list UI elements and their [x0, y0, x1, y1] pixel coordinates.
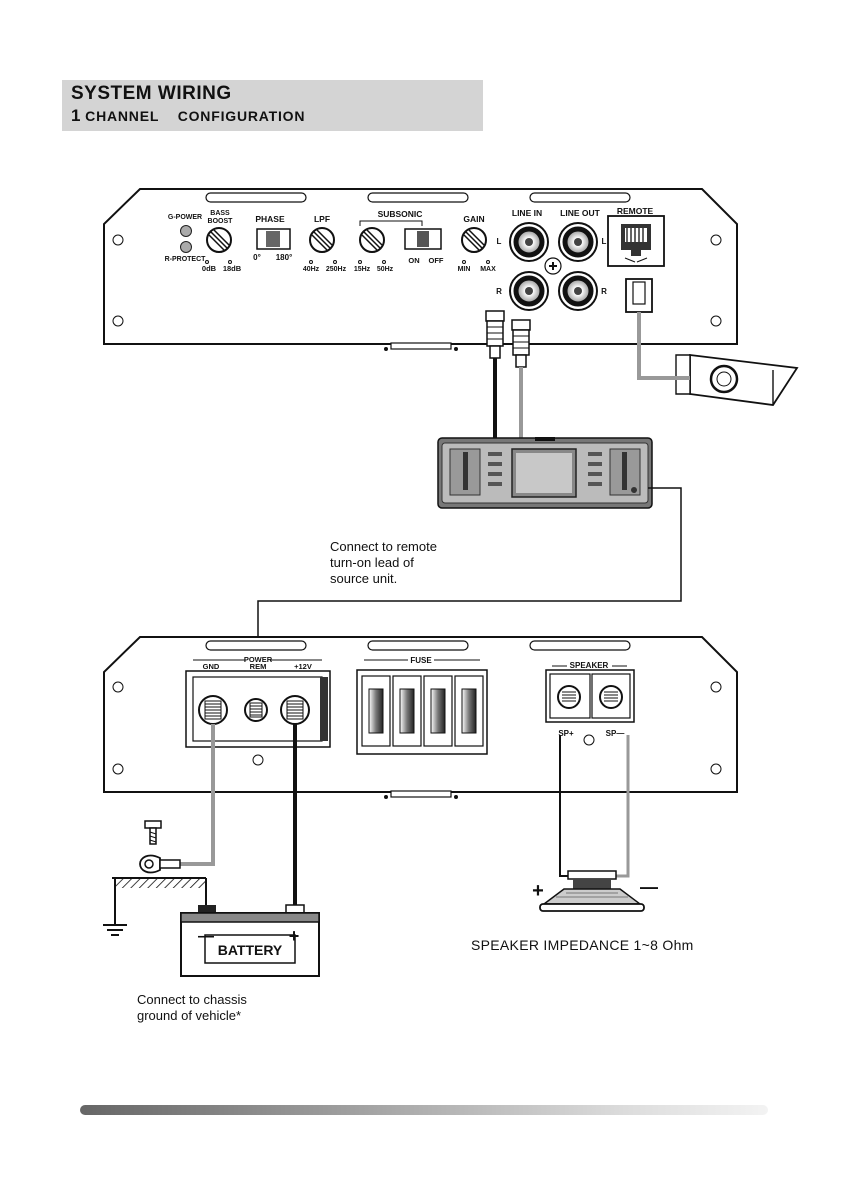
ground-wire	[179, 724, 215, 866]
fuse-2[interactable]	[392, 675, 422, 747]
gain-max-label: MAX	[480, 266, 496, 273]
speaker-wire-negative	[613, 735, 630, 878]
rca-plug-right	[511, 319, 531, 368]
remote-port[interactable]	[607, 215, 665, 267]
battery: BATTERY — +	[180, 904, 320, 977]
gain-knob[interactable]	[461, 227, 487, 253]
chassis-note: Connect to chassis ground of vehicle*	[137, 992, 247, 1024]
line-out-r-label: R	[601, 287, 607, 296]
section-subtitle: 1 CHANNEL CONFIGURATION	[71, 106, 305, 126]
remote-turn-on-wire	[257, 487, 682, 670]
v12-label: +12V	[294, 662, 312, 671]
sp-plus-label: SP+	[558, 729, 574, 738]
sub-on-label: ON	[408, 256, 419, 265]
bass-boost-knob[interactable]	[206, 227, 232, 253]
g-power-led	[180, 225, 192, 237]
gain-label: GAIN	[463, 214, 484, 224]
remote-note: Connect to remote turn-on lead of source…	[330, 539, 437, 587]
ring-terminal-icon	[139, 854, 181, 874]
battery-plus-sign: +	[289, 926, 300, 946]
lpf-label: LPF	[314, 214, 330, 224]
phase-switch[interactable]	[256, 228, 291, 250]
line-in-r-label: R	[496, 287, 502, 296]
line-out-l-label: L	[602, 237, 607, 246]
gnd-label: GND	[203, 662, 220, 671]
lpf-knob[interactable]	[309, 227, 335, 253]
bass-min-label: 0dB	[202, 264, 217, 273]
rca-plug-left	[485, 310, 505, 359]
chassis-note-line-1: Connect to chassis	[137, 992, 247, 1007]
power-label: POWER	[244, 655, 273, 664]
phase-label: PHASE	[255, 214, 285, 224]
subsonic-label: SUBSONIC	[378, 209, 423, 219]
lpf-min-label: 40Hz	[303, 266, 320, 273]
speaker	[539, 870, 645, 912]
section-header: SYSTEM WIRING 1 CHANNEL CONFIGURATION	[62, 80, 483, 131]
rem-terminal[interactable]	[244, 698, 268, 722]
rem-label: REM	[250, 662, 267, 671]
sub-off-label: OFF	[429, 256, 444, 265]
phase-0-label: 0°	[253, 253, 261, 262]
remote-cable	[637, 312, 690, 380]
sp-minus-label: SP—	[606, 729, 625, 738]
line-out-l-jack[interactable]	[558, 222, 598, 262]
line-in-l-jack[interactable]	[509, 222, 549, 262]
line-in-r-jack[interactable]	[509, 271, 549, 311]
remote-label: REMOTE	[617, 206, 654, 216]
line-out-r-jack[interactable]	[558, 271, 598, 311]
head-unit	[437, 437, 653, 509]
channel-number: 1	[71, 106, 81, 125]
subsonic-switch[interactable]	[404, 228, 442, 250]
battery-minus-sign: —	[198, 928, 214, 945]
sub-min-label: 15Hz	[354, 266, 371, 273]
battery-label: BATTERY	[218, 942, 283, 958]
sp-minus-terminal[interactable]	[599, 685, 623, 709]
fuse-4[interactable]	[454, 675, 484, 747]
speaker-impedance-note: SPEAKER IMPEDANCE 1~8 Ohm	[471, 937, 694, 953]
lpf-max-label: 250Hz	[326, 266, 347, 273]
bass-boost-label-2: BOOST	[208, 218, 234, 225]
speaker-minus-sign: —	[640, 877, 658, 897]
screw-icon	[144, 820, 162, 845]
fuse-label: FUSE	[410, 656, 432, 665]
bass-boost-label-1: BASS	[210, 210, 230, 217]
line-out-label: LINE OUT	[560, 208, 600, 218]
gnd-terminal[interactable]	[198, 695, 228, 725]
chassis-ground-symbol	[103, 877, 207, 936]
remote-plug	[625, 278, 653, 313]
r-protect-label: R-PROTECT	[165, 256, 207, 263]
plus-screw-icon	[544, 257, 562, 275]
v12-terminal[interactable]	[280, 695, 310, 725]
line-in-label: LINE IN	[512, 208, 542, 218]
fuse-3[interactable]	[423, 675, 453, 747]
footer-bar	[80, 1105, 768, 1115]
r-protect-led	[180, 241, 192, 253]
sub-max-label: 50Hz	[377, 266, 394, 273]
speaker-label: SPEAKER	[570, 661, 609, 670]
sp-plus-terminal[interactable]	[557, 685, 581, 709]
phase-180-label: 180°	[276, 253, 293, 262]
remote-controller	[675, 353, 799, 406]
fuse-1[interactable]	[361, 675, 391, 747]
subsonic-knob[interactable]	[359, 227, 385, 253]
line-in-l-label: L	[497, 237, 502, 246]
configuration-label: CHANNEL CONFIGURATION	[80, 108, 306, 124]
speaker-plus-sign: +	[532, 880, 544, 902]
subsonic-bracket	[359, 220, 423, 226]
remote-note-line-2: turn-on lead of	[330, 555, 414, 570]
remote-note-line-3: source unit.	[330, 571, 398, 586]
gain-min-label: MIN	[458, 266, 471, 273]
bass-max-label: 18dB	[223, 264, 242, 273]
section-title: SYSTEM WIRING	[71, 83, 232, 104]
chassis-note-line-2: ground of vehicle*	[137, 1008, 242, 1023]
g-power-label: G-POWER	[168, 214, 202, 221]
remote-note-line-1: Connect to remote	[330, 539, 437, 554]
